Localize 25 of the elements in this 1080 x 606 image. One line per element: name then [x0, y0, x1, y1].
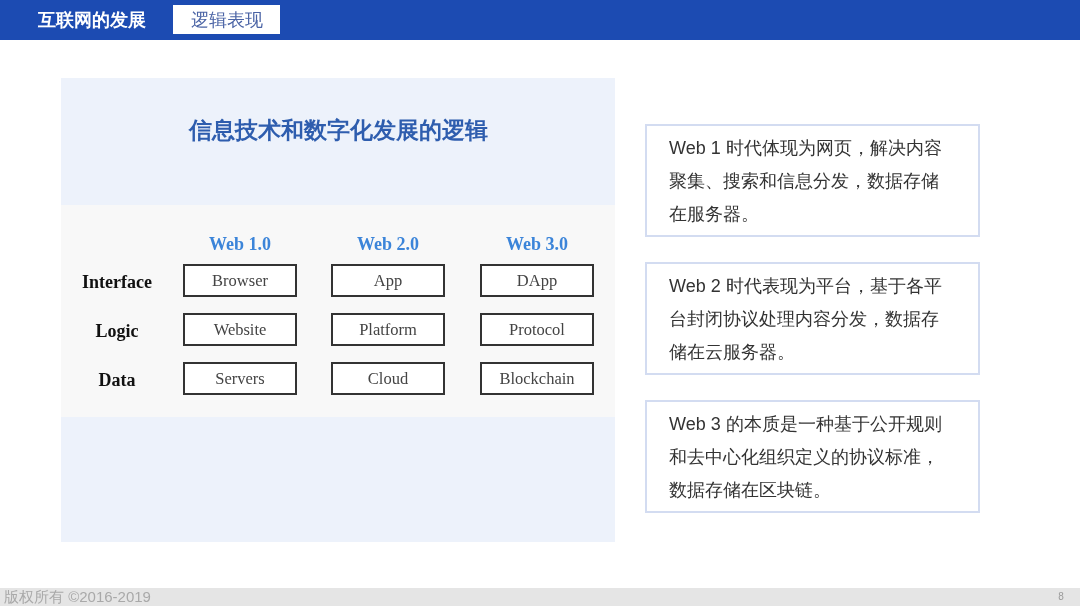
page-number: 8 — [1058, 591, 1064, 603]
text-box: Web 2 时代表现为平台，基于各平台封闭协议处理内容分发，数据存储在云服务器。 — [645, 262, 980, 375]
outlined-box: DApp — [480, 264, 594, 297]
panel — [61, 78, 615, 542]
outlined-box: App — [331, 264, 445, 297]
row-header: Data — [98, 369, 136, 391]
text-box: Web 1 时代体现为网页，解决内容聚集、搜索和信息分发，数据存储在服务器。 — [645, 124, 980, 237]
row-header: Interface — [82, 271, 152, 293]
panel-title: 信息技术和数字化发展的逻辑 — [188, 117, 488, 145]
outlined-box: Website — [183, 313, 297, 346]
row-header: Logic — [95, 320, 139, 342]
section-tab: 逻辑表现 — [173, 5, 280, 34]
text-box: Web 3 的本质是一种基于公开规则和去中心化组织定义的协议标准，数据存储在区块链。 — [645, 400, 980, 513]
header-bar — [0, 0, 1080, 40]
outlined-box: Protocol — [480, 313, 594, 346]
column-header: Web 1.0 — [209, 233, 271, 255]
column-header: Web 2.0 — [357, 233, 419, 255]
outlined-box: Cloud — [331, 362, 445, 395]
header-title: 互联网的发展 — [38, 9, 146, 31]
outlined-box: Servers — [183, 362, 297, 395]
outlined-box: Platform — [331, 313, 445, 346]
copyright-text: 版权所有 ©2016-2019 — [4, 588, 151, 606]
column-header: Web 3.0 — [506, 233, 568, 255]
outlined-box: Browser — [183, 264, 297, 297]
outlined-box: Blockchain — [480, 362, 594, 395]
